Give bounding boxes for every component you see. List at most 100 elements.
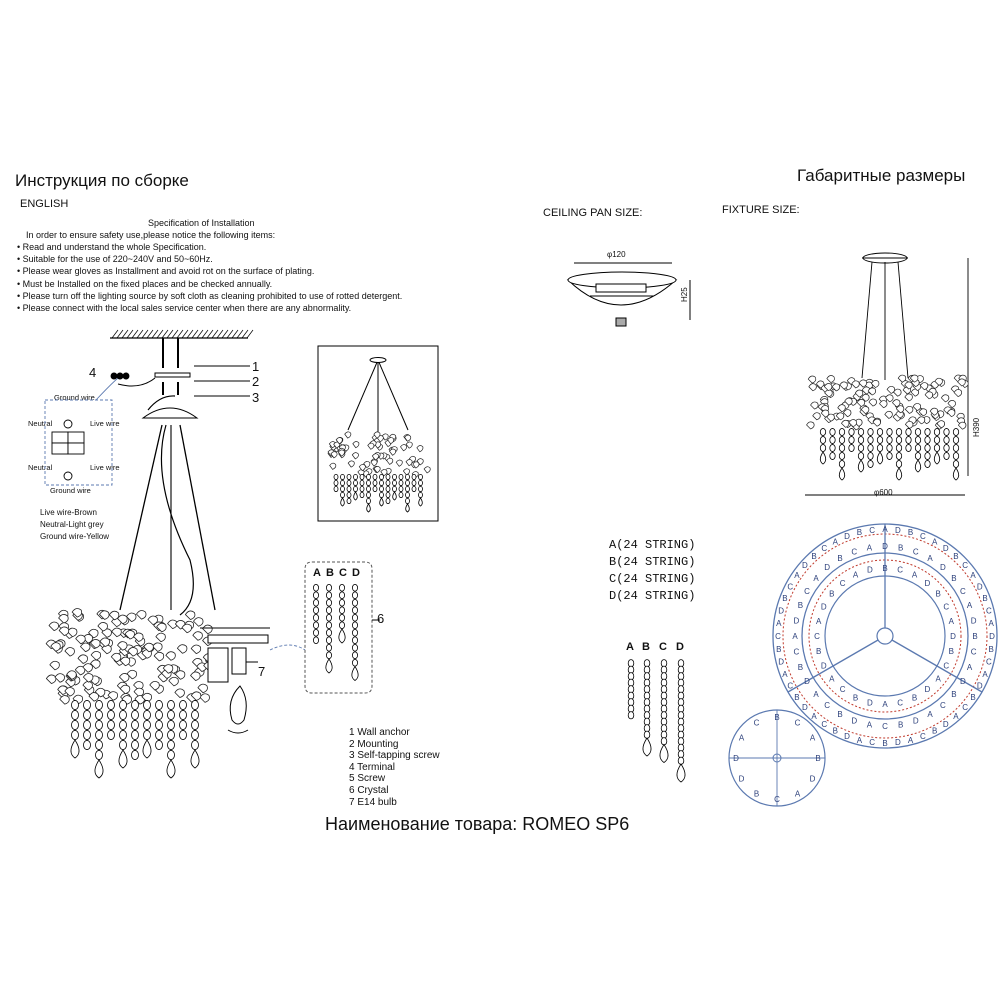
crystal-string [914,428,922,473]
ring-letter: B [853,693,858,702]
ring-letter: D [867,698,873,707]
string-letter-a-left: A [313,567,321,579]
leaf-shape [111,627,122,638]
ring-letter: C [775,632,781,641]
fixture-dimension-drawing [805,252,969,496]
leaf-shape [335,437,343,445]
ring-letter: A [776,619,782,628]
leaf-shape [868,398,877,407]
leaf-shape [176,644,188,654]
leaf-shape [167,619,178,630]
leaf-shape [71,608,83,618]
string-letter-d-right: D [676,641,684,653]
leaf-shape [344,431,352,439]
ring-letter: B [837,710,842,719]
leaf-shape [184,610,196,621]
leaf-shape [940,394,950,403]
leaf-shape [870,380,880,388]
leaf-shape [149,681,160,691]
leaf-shape [872,418,881,427]
ring-letter: A [949,617,955,626]
small-ring-letter: B [754,790,759,799]
crystal-string [642,659,652,757]
leaf-shape [854,389,864,398]
ring-letter: C [971,648,977,657]
leaf-shape [895,405,905,414]
leaf-shape [837,404,846,413]
ring-letter: D [793,616,799,625]
leaf-shape [810,401,819,410]
ring-letter: B [837,554,842,563]
leaf-shape [924,391,934,400]
ring-letter: B [882,739,887,748]
crystal-string [351,583,359,681]
ring-letter: C [821,720,827,729]
part-item: 4 Terminal [349,761,395,773]
leaf-shape [879,400,888,409]
crystal-string [142,700,152,759]
string-letter-d-left: D [352,567,360,579]
ring-letter: A [882,525,888,534]
ring-letter: A [912,571,918,580]
bulb-icon [229,685,247,725]
ring-letter: A [829,674,835,683]
crystal-string [83,700,91,750]
leaf-shape [826,375,835,384]
leaf-shape [190,671,201,681]
leaf-shape [895,410,904,419]
leaf-shape [126,669,138,680]
small-ring-letter: B [774,713,779,722]
crystal-string [107,700,115,740]
ring-letter: D [778,606,784,615]
part-item: 1 Wall anchor [349,727,410,738]
ring-letter: C [793,648,799,657]
leaf-shape [867,387,877,396]
string-letter-b-left: B [326,567,334,579]
leaf-shape [50,642,61,652]
leaf-shape [58,614,69,624]
ring-letter: B [898,543,903,552]
leaf-shape [351,452,359,460]
leaf-shape [806,421,815,430]
ring-letter: A [967,663,973,672]
leaf-shape [844,397,853,406]
ring-letter: C [962,703,968,712]
ring-letter: A [792,632,798,641]
leaf-shape [947,400,956,408]
ring-letter: C [943,602,949,611]
ring-letter: D [804,677,810,686]
leaf-shape [117,641,128,651]
leaf-shape [384,467,392,475]
leaf-shape [197,683,208,694]
ring-letter: B [989,645,994,654]
small-ring-letter: A [810,734,816,743]
leaf-shape [848,419,857,428]
small-ring-letter: D [810,775,816,784]
crystal-string [924,428,931,468]
crystal-string [676,659,686,783]
ring-letter: D [943,544,949,553]
ring-letter: D [925,685,931,694]
ring-letter: A [853,571,859,580]
leaf-shape [193,617,204,627]
ring-letter: A [857,736,863,745]
leaf-shape [99,610,110,620]
ring-letter: B [953,552,958,561]
ring-letter: D [895,526,901,535]
leaf-shape [190,691,202,701]
leaf-shape [82,673,94,683]
leaf-shape [919,382,929,391]
leaf-shape [162,664,174,674]
ring-letter: C [897,698,903,707]
ring-letter: A [867,543,873,552]
small-ring-letter: D [733,754,739,763]
leaf-shape [824,389,833,398]
crystal-string [398,473,404,498]
ring-letter: A [927,710,933,719]
crystal-string [155,700,163,750]
leaf-shape [119,684,131,695]
ring-letter: D [913,717,919,726]
